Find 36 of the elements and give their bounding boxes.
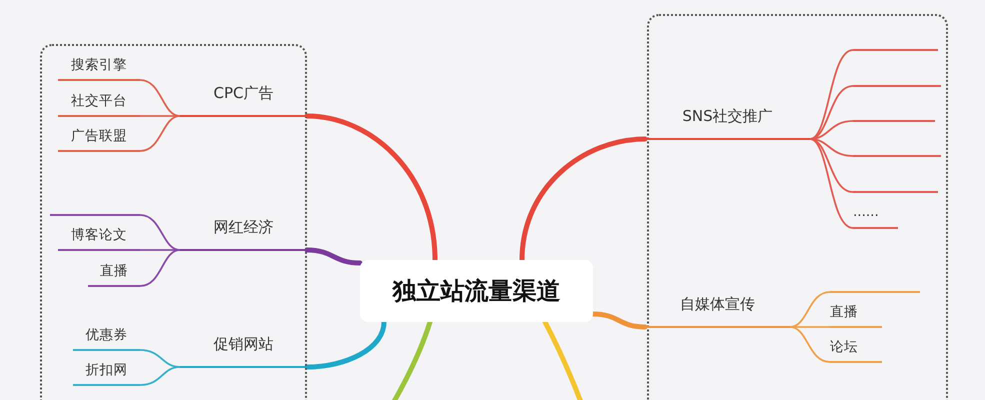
branch-line bbox=[139, 115, 181, 117]
branch-line bbox=[304, 248, 362, 266]
branch-line bbox=[520, 136, 648, 262]
leaf-topic: 论坛 bbox=[830, 338, 882, 363]
leaf-topic: 直播 bbox=[830, 303, 882, 328]
leaf-topic: 直播 bbox=[88, 262, 140, 287]
branch-line bbox=[304, 114, 438, 262]
branch-topic: SNS社交推广 bbox=[645, 105, 810, 140]
branch-line bbox=[139, 249, 181, 251]
branch-topic: 网红经济 bbox=[180, 216, 307, 251]
leaf-topic: 广告联盟 bbox=[58, 127, 140, 152]
central-topic-box: 独立站流量渠道 bbox=[360, 260, 593, 322]
dotted-group-frame bbox=[647, 14, 948, 400]
branch-line bbox=[139, 249, 181, 287]
branch-topic: 促销网站 bbox=[180, 333, 307, 368]
leaf-topic: 折扣网 bbox=[73, 361, 140, 386]
branch-line bbox=[809, 138, 854, 193]
leaf-topic: 博客论文 bbox=[58, 226, 140, 251]
branch-line bbox=[304, 320, 386, 370]
branch-line bbox=[809, 138, 854, 229]
dotted-group-frame bbox=[40, 44, 307, 400]
branch-line bbox=[139, 115, 181, 152]
branch-topic: 自媒体宣传 bbox=[645, 293, 790, 328]
leaf-topic: 优惠券 bbox=[73, 326, 140, 351]
branch-line bbox=[809, 85, 854, 140]
branch-line bbox=[809, 49, 854, 140]
branch-topic: CPC广告 bbox=[180, 82, 307, 117]
branch-line bbox=[789, 326, 831, 363]
leaf-topic: 社交平台 bbox=[58, 92, 140, 117]
branch-line bbox=[590, 312, 648, 330]
leaf-topic: ...... bbox=[853, 204, 898, 229]
branch-line bbox=[390, 320, 432, 400]
branch-line bbox=[139, 366, 181, 386]
leaf-topic: 搜索引擎 bbox=[58, 56, 140, 81]
branch-line bbox=[542, 320, 584, 400]
branch-line bbox=[789, 326, 831, 328]
